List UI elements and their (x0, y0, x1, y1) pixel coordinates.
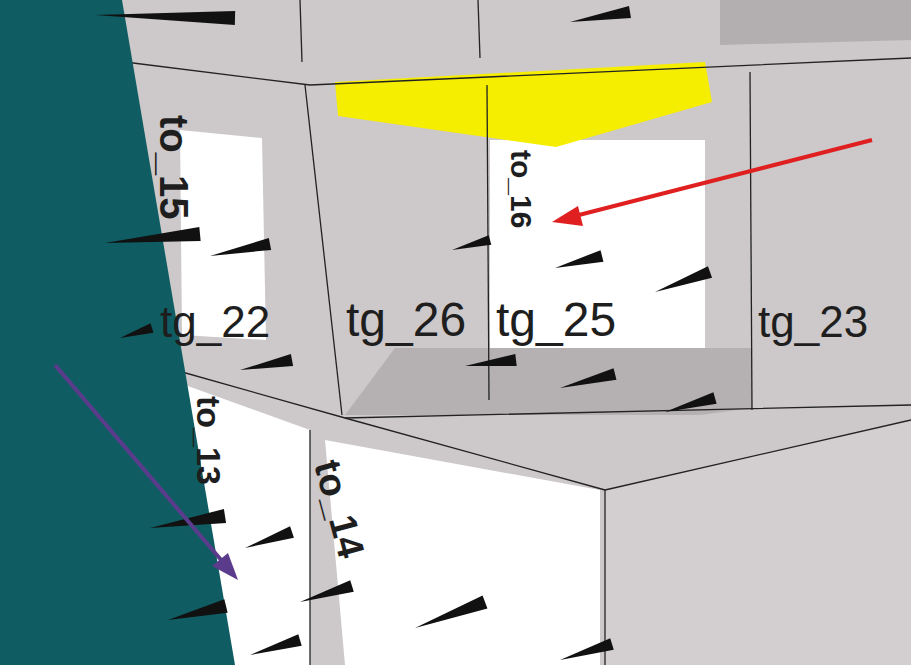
cone-marker (555, 250, 603, 268)
cone-marker (415, 595, 487, 628)
red-pointer (552, 140, 872, 226)
edge-line (604, 490, 605, 665)
pointer-head (552, 206, 583, 226)
cone-marker (245, 526, 294, 548)
edge-line (125, 58, 911, 85)
cone-marker (570, 6, 631, 22)
cone-marker (452, 235, 491, 250)
edge-line (305, 85, 342, 415)
cone-field (95, 6, 717, 660)
box-face (605, 420, 911, 665)
cone-marker (560, 638, 614, 660)
edge-line (478, 0, 480, 58)
top-face (720, 0, 911, 45)
face-label: to_13 (192, 396, 226, 485)
pointer-line (575, 140, 872, 216)
edge-line (300, 0, 302, 62)
cone-marker (655, 266, 712, 292)
face-label: tg_23 (758, 300, 868, 344)
cone-marker (210, 238, 271, 256)
face-label: tg_22 (160, 300, 270, 344)
cone-marker (105, 227, 201, 243)
pointer-head (212, 553, 238, 580)
cone-marker (95, 11, 235, 25)
edge-line (175, 370, 911, 418)
cone-marker (300, 580, 354, 602)
edge-line (750, 72, 752, 410)
cone-marker (250, 634, 302, 655)
face-label: tg_26 (346, 296, 466, 344)
face-label: tg_25 (496, 296, 616, 344)
cone-marker (168, 599, 228, 620)
cone-marker (465, 354, 517, 366)
face-label: to_16 (506, 150, 536, 228)
purple-pointer (55, 365, 238, 580)
edge-line (345, 418, 605, 490)
yellow-patch (335, 62, 712, 147)
edge-line (605, 420, 911, 490)
cone-marker (560, 368, 616, 388)
floor-face (345, 348, 752, 415)
box-edges (125, 0, 911, 665)
cone-marker (665, 392, 717, 412)
cone-marker (240, 354, 293, 370)
cone-marker (120, 323, 153, 338)
face-label: to_15 (154, 115, 194, 220)
